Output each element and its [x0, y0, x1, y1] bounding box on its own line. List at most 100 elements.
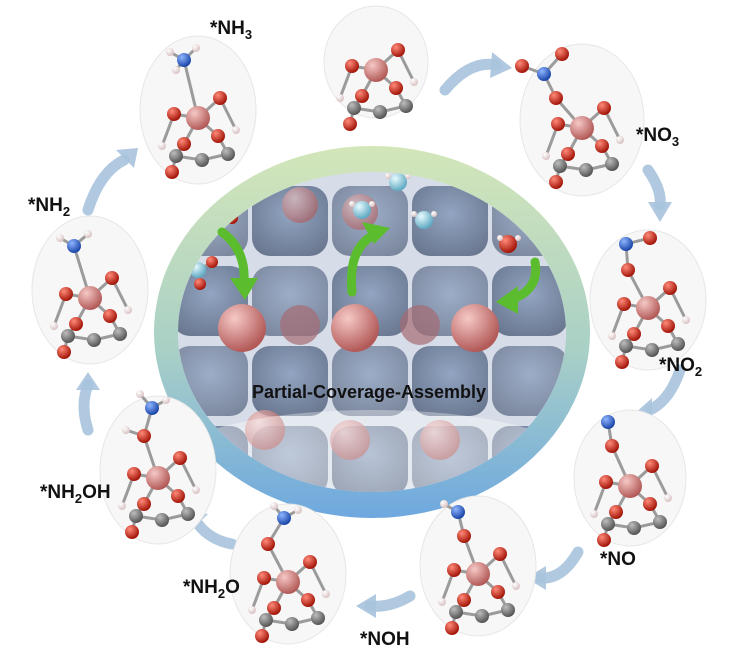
cobalt-site: [218, 304, 266, 352]
atom-h: [248, 606, 256, 614]
atom-o: [457, 529, 471, 543]
arrow-start-to-no3: [439, 52, 512, 96]
atom-co: [636, 296, 660, 320]
label-nh2o: *NH2O: [183, 577, 240, 601]
atom-c: [373, 105, 387, 119]
cobalt-site-lower: [420, 420, 460, 460]
atom-o: [206, 256, 218, 268]
structure-no2: [589, 229, 707, 371]
green-arrow-head: [496, 286, 518, 314]
label-nh3: *NH3: [210, 18, 253, 42]
atom-c: [579, 163, 593, 177]
atom-n: [177, 53, 191, 67]
cobalt-site-lower: [245, 410, 285, 450]
atom-c: [129, 509, 143, 523]
atom-cyan: [389, 173, 407, 191]
atom-c: [653, 515, 667, 529]
atom-o: [257, 571, 271, 585]
atom-o: [167, 107, 181, 121]
atom-o: [345, 59, 359, 73]
intermediate-structures: [31, 5, 707, 645]
atom-o: [515, 59, 529, 73]
structure-nh2: [31, 215, 149, 365]
atom-n: [451, 505, 465, 519]
cycle-arrow-head: [526, 566, 546, 590]
atom-c: [605, 157, 619, 171]
atom-o: [549, 91, 563, 105]
atom-n: [537, 67, 551, 81]
atom-o: [661, 319, 675, 333]
atom-h: [122, 426, 130, 434]
atom-o: [213, 91, 227, 105]
atom-o: [343, 117, 357, 131]
atom-o: [491, 585, 505, 599]
atom-o: [615, 355, 629, 369]
atom-o: [125, 525, 139, 539]
atom-o: [303, 555, 317, 569]
atom-o: [645, 459, 659, 473]
atom-c: [671, 337, 685, 351]
atom-o: [105, 271, 119, 285]
ammonia-molecule: [349, 201, 375, 219]
atom-h: [565, 235, 566, 241]
cycle-arrow-head: [356, 594, 376, 618]
atom-o: [597, 533, 611, 547]
atom-c: [475, 609, 489, 623]
atom-o: [177, 137, 191, 151]
ammonia-molecule: [411, 211, 437, 229]
green-arrow-ammonia-out: [346, 222, 390, 297]
atom-o: [617, 297, 631, 311]
atom-n: [145, 401, 159, 415]
atom-c: [155, 513, 169, 527]
arrow-nh2-to-nh3: [82, 148, 138, 216]
atom-h: [608, 332, 616, 340]
green-arrow-shaft: [217, 227, 249, 287]
green-arrow-water-out: [496, 257, 541, 314]
atom-o: [355, 89, 369, 103]
structure-nh2o: [229, 502, 347, 645]
atom-o: [171, 489, 185, 503]
atom-c: [221, 147, 235, 161]
atom-h: [192, 486, 200, 494]
cobalt-site-upper: [282, 187, 318, 223]
lattice-tile: [332, 346, 408, 416]
label-nh2: *NH2: [28, 195, 71, 219]
cycle-arrow-shaft: [642, 164, 666, 211]
atom-h: [124, 306, 132, 314]
structure-no: [573, 409, 687, 547]
structure-nh3: [139, 35, 257, 185]
atom-n: [601, 415, 615, 429]
atom-co: [364, 58, 388, 82]
lattice-tile: [252, 346, 328, 416]
atom-o: [194, 278, 206, 290]
structure-noh: [419, 495, 537, 637]
reaction-arrows: [217, 222, 541, 314]
atom-cyan: [415, 211, 433, 229]
label-no: *NO: [600, 549, 636, 570]
cycle-arrow-head: [116, 148, 138, 168]
atom-c: [61, 329, 75, 343]
atom-co: [146, 466, 170, 490]
atom-h: [438, 598, 446, 606]
atom-c: [601, 517, 615, 531]
label-no2: *NO2: [659, 355, 703, 379]
atom-co: [618, 474, 642, 498]
atom-h: [162, 396, 170, 404]
atom-c: [195, 153, 209, 167]
atom-c: [285, 617, 299, 631]
atom-o: [595, 139, 609, 153]
atom-h: [616, 136, 624, 144]
label-nh2oh: *NH2OH: [40, 482, 111, 506]
atom-o: [165, 165, 179, 179]
cycle-arrow-shaft: [192, 518, 238, 550]
atom-o: [137, 497, 151, 511]
cobalt-site-lower: [330, 420, 370, 460]
atom-h: [136, 390, 144, 398]
green-arrow-shaft: [346, 231, 377, 297]
atom-n: [67, 239, 81, 253]
cycle-arrow-head: [76, 372, 100, 390]
atom-n: [619, 237, 633, 251]
atom-o: [551, 117, 565, 131]
atom-h: [50, 322, 58, 330]
atom-o: [267, 601, 281, 615]
